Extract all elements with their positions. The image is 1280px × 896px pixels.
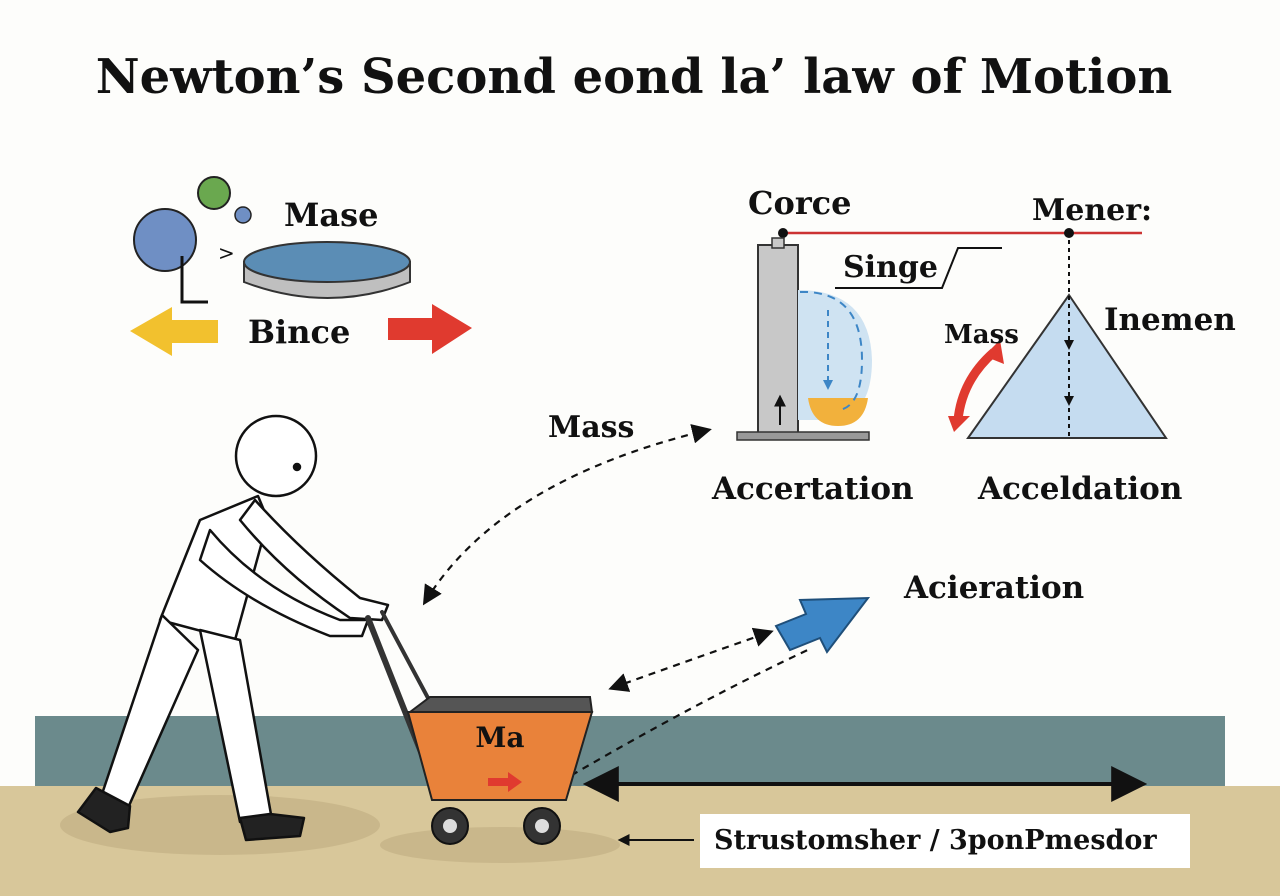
- footer-caption: Strustomsher / 3ponPmesdor: [714, 825, 1157, 856]
- bracket-line: [180, 256, 208, 304]
- red-right-arrow: [388, 304, 472, 354]
- person-back-shoe: [76, 786, 132, 834]
- singe-bracket: [835, 247, 1002, 289]
- squiggle-mark: >: [218, 241, 235, 265]
- background-scene: [0, 716, 1280, 896]
- mener-label: Mener:: [1032, 193, 1152, 228]
- motion-path: [799, 290, 864, 411]
- pole-base: [736, 431, 870, 441]
- triangle-apparatus: Mass Inemen Acceldation: [944, 240, 1236, 507]
- corce-label: Corce: [748, 184, 852, 222]
- motion-region: [798, 290, 872, 420]
- cart-label: Ma: [475, 721, 524, 754]
- inemen-label: Inemen: [1104, 302, 1236, 338]
- mass-middle-label: Mass: [548, 410, 634, 445]
- singe-label: Singe: [843, 250, 938, 285]
- caption-box: [700, 814, 1190, 868]
- acieration-label: Acieration: [903, 570, 1084, 606]
- cart-red-arrow: [488, 772, 522, 792]
- triangle-arrow-upper: [1064, 340, 1074, 350]
- cart-dashed-line: [559, 647, 813, 783]
- person-figure: [76, 414, 390, 842]
- cart-rim: [407, 696, 594, 713]
- pole-cap: [771, 237, 785, 249]
- cart-wheel-right: [523, 807, 561, 845]
- wall-band: [35, 716, 1225, 790]
- mase-label: Mase: [284, 196, 379, 234]
- mass-cluster: > Mase Bince: [130, 176, 472, 356]
- person-head: [234, 414, 318, 498]
- yellow-left-arrow: [130, 307, 218, 356]
- force-line-right-dot: [1064, 228, 1074, 238]
- person-front-shoe: [238, 812, 306, 842]
- person-arm-back: [198, 528, 370, 638]
- triangle-arrow-lower: [1064, 396, 1074, 406]
- cart-handle-inner: [380, 610, 430, 700]
- mass-triangle-label: Mass: [944, 320, 1019, 350]
- large-blue-sphere: [133, 208, 197, 272]
- ground-shadow: [60, 795, 380, 855]
- bince-label: Bince: [248, 313, 350, 351]
- motion-ball: [808, 398, 868, 426]
- acceleration-dashed-arrow: [608, 627, 774, 692]
- acceldation-label: Acceldation: [977, 471, 1182, 507]
- force-apparatus: Corce Mener: Singe Accertation: [711, 184, 1152, 507]
- disk-top: [243, 241, 411, 283]
- cart-shadow: [380, 827, 620, 863]
- triangle: [966, 293, 1168, 439]
- pole: [757, 244, 799, 434]
- cart-body: [406, 711, 594, 801]
- force-line-left-dot: [778, 228, 788, 238]
- cart: Ma: [365, 610, 594, 845]
- middle-annotations: Mass Acieration: [422, 410, 1084, 783]
- cart-wheel-left: [431, 807, 469, 845]
- mass-dashed-arrow: [422, 424, 712, 606]
- red-curved-arrowhead-bottom: [948, 416, 970, 432]
- red-curved-arrowhead-top: [984, 340, 1004, 364]
- blue-acceleration-arrow: [774, 596, 871, 654]
- page-title: Newton’s Second eond la’ law of Motion: [96, 49, 1173, 105]
- small-blue-sphere: [234, 206, 252, 224]
- green-sphere: [197, 176, 231, 210]
- accertation-label: Accertation: [711, 471, 914, 507]
- person-eye: [292, 462, 302, 472]
- distance-annotation: Strustomsher / 3ponPmesdor: [582, 766, 1190, 868]
